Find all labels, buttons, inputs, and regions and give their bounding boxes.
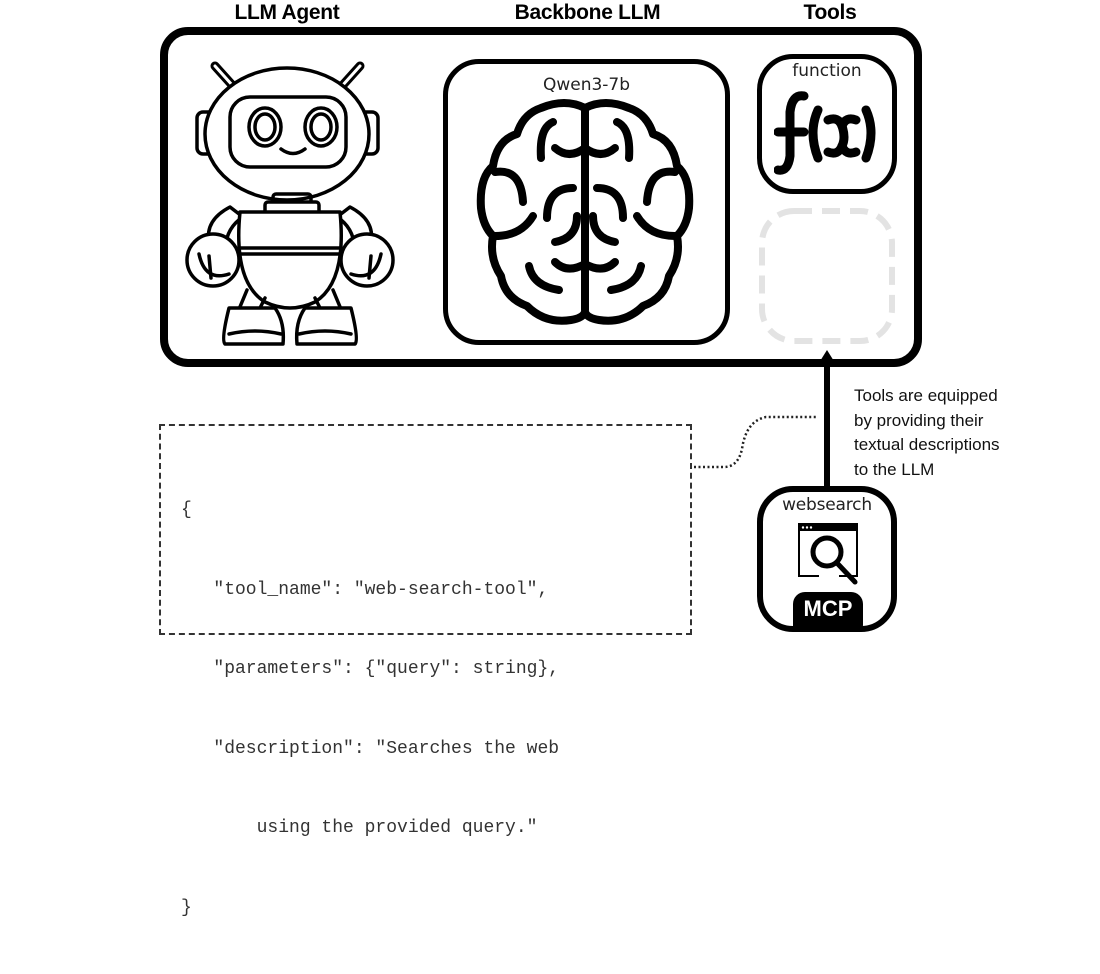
heading-llm-agent: LLM Agent: [234, 1, 340, 24]
backbone-llm-box: Qwen3-7b: [443, 59, 730, 345]
browser-search-icon: [798, 523, 858, 585]
code-line: {: [181, 500, 192, 520]
heading-tools: Tools: [803, 1, 857, 24]
function-fx-icon: [774, 91, 876, 175]
code-line: "tool_name": "web-search-tool",: [181, 579, 549, 600]
annotation-line: textual descriptions: [854, 435, 1000, 454]
robot-icon: [185, 61, 395, 346]
equip-annotation: Tools are equipped by providing their te…: [854, 384, 1054, 482]
dotted-connector: [694, 415, 816, 469]
annotation-line: to the LLM: [854, 459, 935, 479]
function-tool-card[interactable]: function: [757, 54, 897, 194]
code-line: "parameters": {"query": string},: [181, 659, 560, 679]
function-tool-label: function: [792, 61, 862, 81]
annotation-line: by providing their: [854, 410, 984, 430]
heading-backbone-llm: Backbone LLM: [514, 1, 661, 24]
empty-tool-slot[interactable]: [757, 206, 897, 346]
equip-arrow: [817, 350, 837, 488]
code-line: "description": "Searches the web: [181, 738, 560, 759]
arrow-head-icon: [817, 350, 837, 366]
code-line: }: [181, 897, 192, 918]
websearch-tool-card[interactable]: websearch MCP: [757, 486, 897, 632]
tool-description-code: { "tool_name": "web-search-tool", "param…: [181, 444, 559, 974]
annotation-line: Tools are equipped: [854, 386, 998, 405]
code-line: using the provided query.": [181, 818, 538, 838]
brain-icon: [476, 99, 694, 325]
model-name-label: Qwen3-7b: [542, 75, 631, 95]
mcp-badge: MCP: [793, 592, 863, 626]
websearch-tool-label: websearch: [782, 495, 872, 515]
tool-description-box: { "tool_name": "web-search-tool", "param…: [159, 424, 692, 918]
